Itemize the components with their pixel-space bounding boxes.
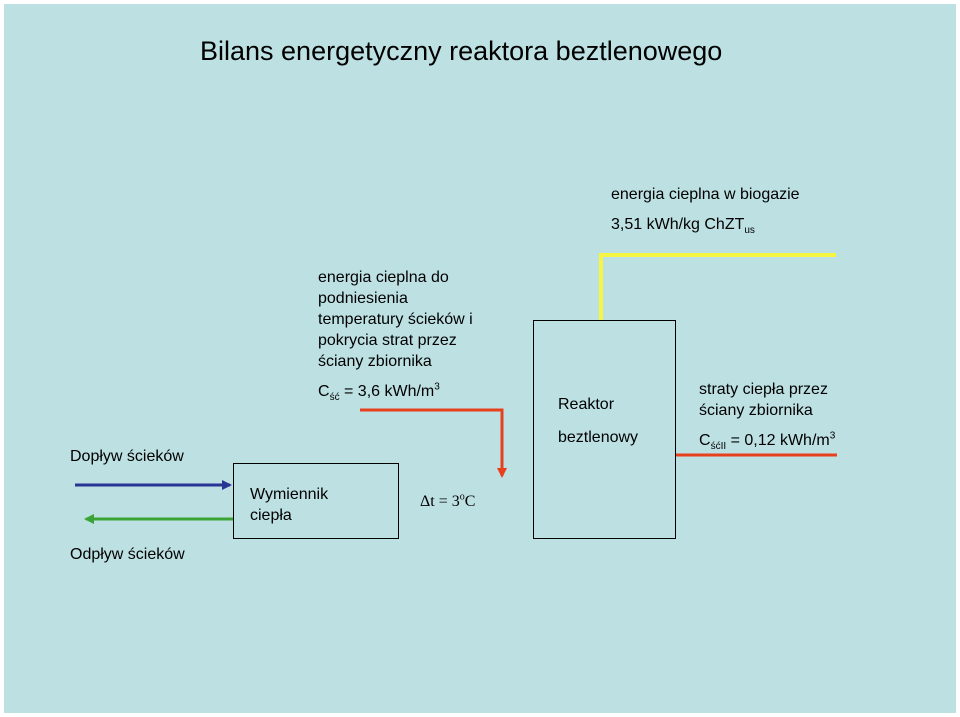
reactor-box: [533, 320, 676, 539]
heat-need-line-1: energia cieplna do: [318, 269, 449, 286]
reactor-label-1: Reaktor: [558, 396, 615, 413]
biogas-label: energia cieplna w biogazie: [611, 186, 800, 203]
heat-need-line-5: ściany zbiornika: [318, 353, 432, 370]
outflow-label: Odpływ ścieków: [70, 546, 185, 563]
inflow-label: Dopływ ścieków: [70, 448, 184, 465]
heat-need-formula: Cść = 3,6 kWh/m3: [318, 381, 440, 404]
reactor-label-2: beztlenowy: [558, 429, 639, 446]
diagram-title: Bilans energetyczny reaktora beztlenoweg…: [200, 36, 723, 66]
biogas-arrow: [599, 253, 836, 320]
heat-need-line-4: pokrycia strat przez: [318, 332, 457, 349]
wall-losses-line-1: straty ciepła przez: [699, 381, 828, 398]
heat-need-line-3: temperatury ścieków i: [318, 311, 473, 328]
heat-exchanger-label-2: ciepła: [250, 507, 292, 524]
delta-t-label: Δt = 3oC: [420, 491, 476, 510]
wall-losses-line-2: ściany zbiornika: [699, 402, 813, 419]
slide-background: [4, 4, 956, 713]
heat-need-arrow: [360, 408, 507, 478]
heat-exchanger-box: [233, 463, 399, 539]
biogas-value: 3,51 kWh/kg ChZTus: [611, 216, 755, 237]
heat-exchanger-label-1: Wymiennik: [250, 486, 329, 503]
wall-losses-formula: CśćII = 0,12 kWh/m3: [699, 430, 836, 453]
heat-need-line-2: podniesienia: [318, 290, 408, 307]
